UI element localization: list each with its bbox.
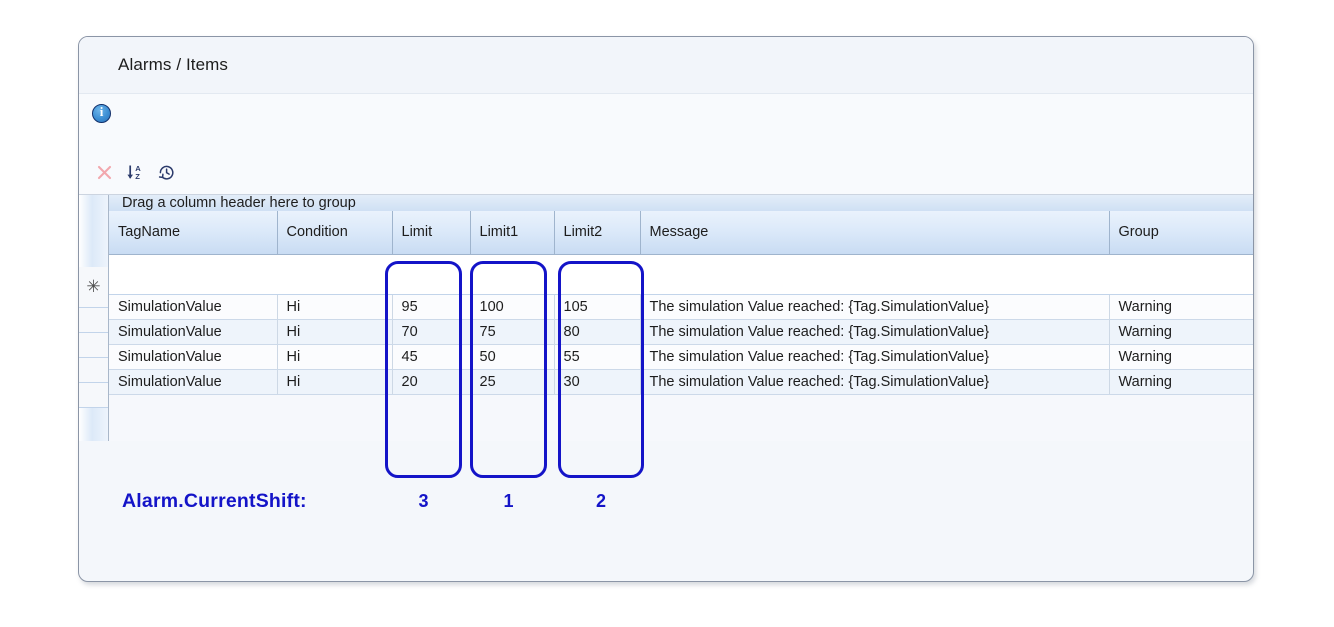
- grid-body: Drag a column header here to group TagNa…: [109, 195, 1253, 441]
- info-strip: [79, 94, 1253, 151]
- cell-limit1[interactable]: 50: [470, 344, 555, 370]
- cell-limit1[interactable]: 25: [470, 369, 555, 395]
- cell-message[interactable]: The simulation Value reached: {Tag.Simul…: [640, 344, 1110, 370]
- history-clock-icon: [158, 165, 174, 180]
- delete-button[interactable]: [90, 160, 118, 186]
- table-new-row[interactable]: [109, 254, 1253, 295]
- column-header-tagname[interactable]: TagName: [109, 211, 278, 255]
- cell-group[interactable]: Warning: [1109, 369, 1253, 395]
- column-header-condition[interactable]: Condition: [277, 211, 393, 255]
- svg-text:A: A: [135, 164, 141, 173]
- cell-condition[interactable]: Hi: [277, 294, 393, 320]
- cell-message[interactable]: The simulation Value reached: {Tag.Simul…: [640, 369, 1110, 395]
- gutter-header-spacer: [79, 224, 108, 267]
- gutter-group-spacer: [79, 195, 108, 224]
- table-header-row: TagName Condition Limit Limit1 Limit2 Me…: [109, 211, 1253, 255]
- sort-button[interactable]: A Z: [121, 160, 149, 186]
- cell-limit1[interactable]: 100: [470, 294, 555, 320]
- page-title: Alarms / Items: [118, 55, 229, 74]
- cell-message[interactable]: The simulation Value reached: {Tag.Simul…: [640, 319, 1110, 345]
- cell-limit2[interactable]: 105: [554, 294, 641, 320]
- cell-condition[interactable]: Hi: [277, 344, 393, 370]
- column-header-group[interactable]: Group: [1109, 211, 1253, 255]
- svg-text:Z: Z: [135, 172, 140, 181]
- group-by-panel[interactable]: Drag a column header here to group: [109, 195, 1253, 211]
- cell-limit2[interactable]: 30: [554, 369, 641, 395]
- grid-empty-area: [109, 394, 1253, 441]
- table-row[interactable]: SimulationValue Hi 45 50 55 The simulati…: [109, 344, 1253, 370]
- cell-tagname[interactable]: SimulationValue: [109, 294, 278, 320]
- group-panel-hint: Drag a column header here to group: [122, 195, 356, 211]
- new-row-asterisk: ✳: [86, 277, 101, 296]
- cell-tagname[interactable]: SimulationValue: [109, 369, 278, 395]
- info-icon[interactable]: [92, 104, 111, 123]
- cell-limit2[interactable]: 80: [554, 319, 641, 345]
- cell-message[interactable]: The simulation Value reached: {Tag.Simul…: [640, 294, 1110, 320]
- row-header-gutter: ✳: [79, 195, 109, 441]
- table-row[interactable]: SimulationValue Hi 95 100 105 The simula…: [109, 294, 1253, 320]
- column-header-limit[interactable]: Limit: [392, 211, 471, 255]
- alarms-items-panel: Alarms / Items A Z: [78, 36, 1254, 582]
- sort-az-icon: A Z: [126, 164, 141, 181]
- column-header-message[interactable]: Message: [640, 211, 1110, 255]
- table-row[interactable]: SimulationValue Hi 20 25 30 The simulati…: [109, 369, 1253, 395]
- cell-condition[interactable]: Hi: [277, 369, 393, 395]
- cell-tagname[interactable]: SimulationValue: [109, 319, 278, 345]
- cell-group[interactable]: Warning: [1109, 294, 1253, 320]
- row-selector[interactable]: [79, 333, 108, 358]
- row-selector[interactable]: [79, 308, 108, 333]
- cell-group[interactable]: Warning: [1109, 319, 1253, 345]
- cell-limit[interactable]: 95: [392, 294, 471, 320]
- close-x-icon: [97, 165, 111, 180]
- cell-limit1[interactable]: 75: [470, 319, 555, 345]
- history-button[interactable]: [152, 160, 180, 186]
- cell-limit2[interactable]: 55: [554, 344, 641, 370]
- column-header-limit2[interactable]: Limit2: [554, 211, 641, 255]
- cell-condition[interactable]: Hi: [277, 319, 393, 345]
- table-row[interactable]: SimulationValue Hi 70 75 80 The simulati…: [109, 319, 1253, 345]
- cell-limit[interactable]: 20: [392, 369, 471, 395]
- cell-limit[interactable]: 45: [392, 344, 471, 370]
- grid-toolbar: A Z: [79, 151, 1253, 195]
- cell-limit[interactable]: 70: [392, 319, 471, 345]
- row-selector[interactable]: [79, 383, 108, 408]
- alarms-data-grid: ✳ Drag a column header here to group Tag…: [79, 195, 1253, 441]
- new-row-indicator[interactable]: ✳: [79, 267, 108, 308]
- cell-group[interactable]: Warning: [1109, 344, 1253, 370]
- panel-titlebar: Alarms / Items: [79, 37, 1253, 94]
- row-selector[interactable]: [79, 358, 108, 383]
- alarms-table: TagName Condition Limit Limit1 Limit2 Me…: [109, 211, 1253, 395]
- cell-tagname[interactable]: SimulationValue: [109, 344, 278, 370]
- column-header-limit1[interactable]: Limit1: [470, 211, 555, 255]
